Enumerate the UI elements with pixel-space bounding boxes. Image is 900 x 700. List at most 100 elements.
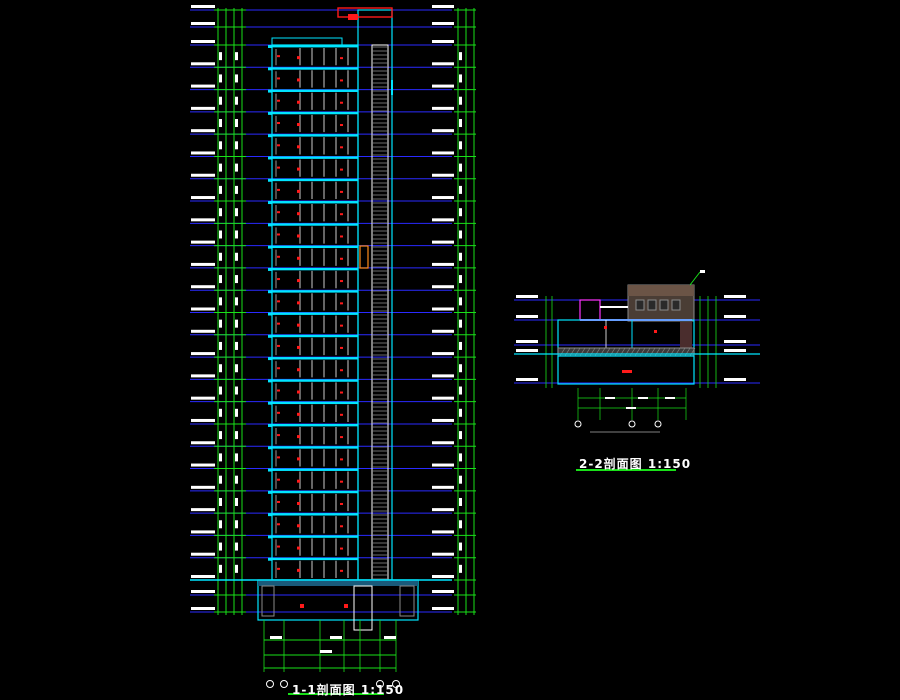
slab-hatch [579, 347, 586, 357]
section-marker-red [340, 280, 343, 283]
dimension-text-left [235, 386, 238, 395]
balcony-edge [268, 379, 272, 383]
dimension-text-right [459, 275, 462, 284]
section-marker-red [277, 278, 280, 281]
dimension-text-right [459, 163, 462, 172]
slab-hatch [574, 347, 581, 357]
section-marker-red [604, 326, 607, 329]
dimension-text-left [219, 364, 222, 373]
section-marker-red [300, 604, 304, 608]
dimension-text-left [235, 163, 238, 172]
section-marker-red [297, 212, 300, 216]
slab-hatch [689, 347, 696, 357]
dimension-text-left [235, 185, 238, 194]
level-label-left [191, 22, 215, 25]
section-marker-red [297, 78, 300, 82]
level-label-right [432, 575, 454, 578]
section-marker-red [297, 568, 300, 572]
roof-window [647, 299, 657, 311]
level-label-left [191, 418, 215, 422]
dimension-text-right [459, 297, 462, 306]
level-label-right [432, 40, 454, 43]
dimension-text-left [219, 96, 222, 105]
slab-hatch [679, 347, 686, 357]
slab-hatch [569, 347, 576, 357]
section-marker-red [297, 189, 300, 193]
dimension-text-right [459, 497, 462, 506]
dimension-text-right [459, 141, 462, 150]
roof-window [671, 299, 681, 311]
section-marker-red [297, 301, 300, 305]
section-marker-red [277, 255, 280, 258]
slab-hatch [559, 347, 566, 357]
level-label-left [516, 315, 538, 318]
dimension-text-left [235, 520, 238, 529]
level-label-left [191, 5, 215, 8]
balcony-edge [268, 89, 272, 93]
level-label-left [191, 196, 215, 200]
dimension-text-left [219, 275, 222, 284]
balcony-edge [268, 134, 272, 138]
section-marker-red [297, 524, 300, 528]
level-label-right [432, 508, 454, 512]
dimension-text-left [235, 542, 238, 551]
section-marker-red [654, 330, 657, 333]
dimension-text-left [235, 275, 238, 284]
dimension-text-left [235, 431, 238, 440]
level-label-left [191, 530, 215, 534]
level-label-right [724, 315, 746, 318]
balcony-edge [268, 290, 272, 294]
dimension-text-left [235, 497, 238, 506]
balcony-edge [268, 67, 272, 71]
section-marker-red [277, 122, 280, 125]
level-label-left [191, 173, 215, 177]
floor-slab [272, 379, 358, 382]
level-label-left [191, 590, 215, 593]
grid-axis-bubble [392, 680, 400, 688]
level-label-left [191, 485, 215, 489]
dimension-text-left [235, 252, 238, 261]
slab-hatch [619, 347, 626, 357]
wall-hatch [680, 322, 692, 352]
level-label-left [191, 129, 215, 133]
dimension-text-right [459, 386, 462, 395]
level-label-right [432, 352, 454, 356]
level-label-left [191, 374, 215, 378]
dimension-text-left [219, 141, 222, 150]
dimension-text-right [459, 74, 462, 83]
section-marker-red [340, 79, 343, 82]
dimension-text-left [235, 319, 238, 328]
dimension-text-left [235, 297, 238, 306]
section-marker-red [277, 434, 280, 437]
dimension-text-left [219, 297, 222, 306]
section-marker-red [277, 233, 280, 236]
parapet-magenta [579, 299, 601, 321]
section-marker-red [340, 101, 343, 104]
section-2-2-drawing [514, 270, 760, 471]
dimension-text-right [459, 542, 462, 551]
slab-hatch [594, 347, 601, 357]
dimension-text-right [459, 230, 462, 239]
section-marker-red [277, 166, 280, 169]
basement-wall-right [399, 585, 415, 617]
dimension-text-left [235, 453, 238, 462]
section-marker-red [277, 478, 280, 481]
dimension-text-left [235, 141, 238, 150]
slab-hatch [659, 347, 666, 357]
grid-axis-bubble [280, 680, 288, 688]
balcony-edge [268, 334, 272, 338]
level-label-right [432, 106, 454, 110]
section-marker-red [297, 256, 300, 260]
level-label-right [432, 173, 454, 177]
slab-hatch [614, 347, 621, 357]
roof-window [659, 299, 669, 311]
balcony-edge [268, 490, 272, 494]
leader-line [689, 271, 701, 286]
roof-window [635, 299, 645, 311]
section-marker-red [340, 502, 343, 505]
floor-slab [272, 134, 358, 137]
balcony-edge [268, 156, 272, 160]
dimension-text-right [459, 185, 462, 194]
section-marker-red [277, 523, 280, 526]
